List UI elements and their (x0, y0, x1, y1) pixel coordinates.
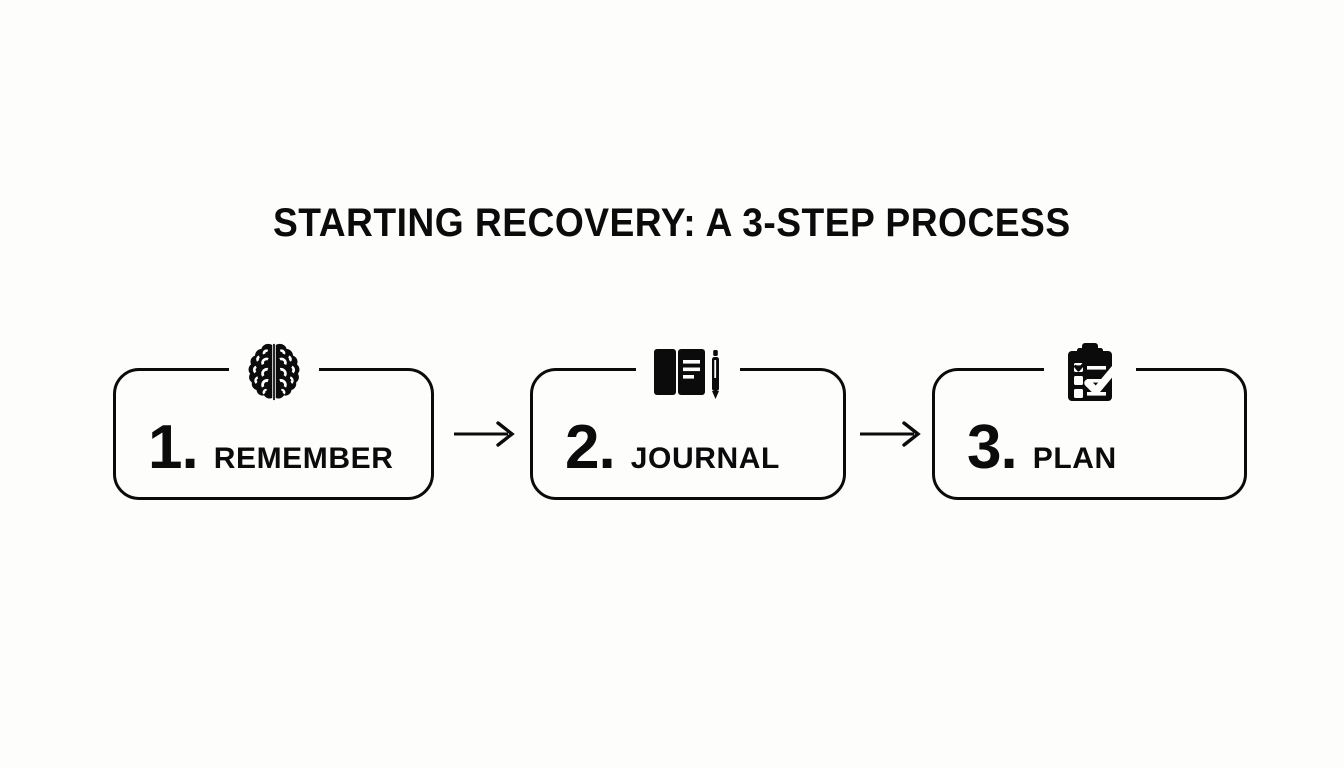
page-title-container: STARTING RECOVERY: A 3-STEP PROCESS (0, 176, 1344, 270)
step-1-label: 1. REMEMBER (148, 417, 394, 479)
step-1-number: 1. (148, 413, 199, 482)
step-1-name: REMEMBER (213, 442, 394, 475)
process-step-1[interactable]: 1. REMEMBER (113, 341, 434, 500)
journal-notebook-pen-icon (636, 341, 740, 403)
clipboard-checklist-check-icon (1043, 341, 1136, 405)
step-2-name: JOURNAL (630, 442, 780, 475)
step-3-label: 3. PLAN (967, 417, 1117, 479)
arrow-step2-to-step3 (858, 416, 928, 452)
step-2-number: 2. (565, 413, 616, 482)
process-step-3[interactable]: 3. PLAN (932, 341, 1247, 500)
step-3-number: 3. (967, 413, 1018, 482)
page-title: STARTING RECOVERY: A 3-STEP PROCESS (273, 200, 1071, 245)
process-step-2[interactable]: 2. JOURNAL (530, 341, 846, 500)
arrow-step1-to-step2 (452, 416, 522, 452)
brain-icon (228, 341, 319, 403)
process-flow: 1. REMEMBER (0, 330, 1344, 530)
step-3-name: PLAN (1032, 442, 1117, 475)
step-2-label: 2. JOURNAL (565, 417, 780, 479)
